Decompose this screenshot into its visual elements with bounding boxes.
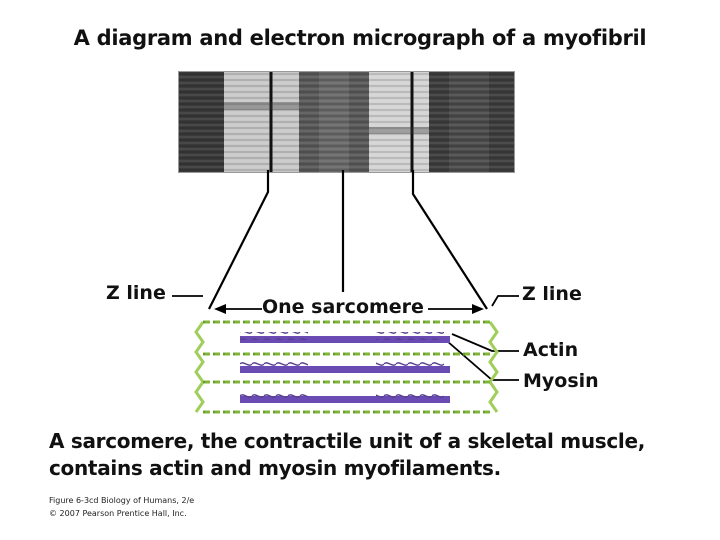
z-line-left-label: Z line: [106, 282, 166, 304]
caption-line-1: A sarcomere, the contractile unit of a s…: [49, 429, 646, 453]
z-line-right-pointer: [491, 295, 519, 307]
actin-pointer: [451, 333, 519, 352]
actin-label: Actin: [523, 339, 579, 361]
z-line-right-label: Z line: [522, 283, 582, 305]
figure-credit: Figure 6-3cd Biology of Humans, 2/e: [49, 496, 195, 505]
copyright-credit: © 2007 Pearson Prentice Hall, Inc.: [49, 509, 187, 518]
myosin-filaments: [240, 336, 450, 403]
diagram-title: A diagram and electron micrograph of a m…: [73, 26, 647, 50]
caption: A sarcomere, the contractile unit of a s…: [49, 428, 709, 482]
caption-line-2: contains actin and myosin myofilaments.: [49, 456, 501, 480]
electron-micrograph: [178, 71, 515, 173]
myosin-heads: [240, 332, 444, 400]
z-line-right: [488, 321, 499, 413]
actin-filaments: [203, 320, 490, 414]
z-line-left: [194, 321, 205, 413]
micrograph-connector-lines: [208, 170, 488, 310]
one-sarcomere-label: One sarcomere: [262, 296, 424, 318]
myosin-label: Myosin: [523, 370, 599, 392]
